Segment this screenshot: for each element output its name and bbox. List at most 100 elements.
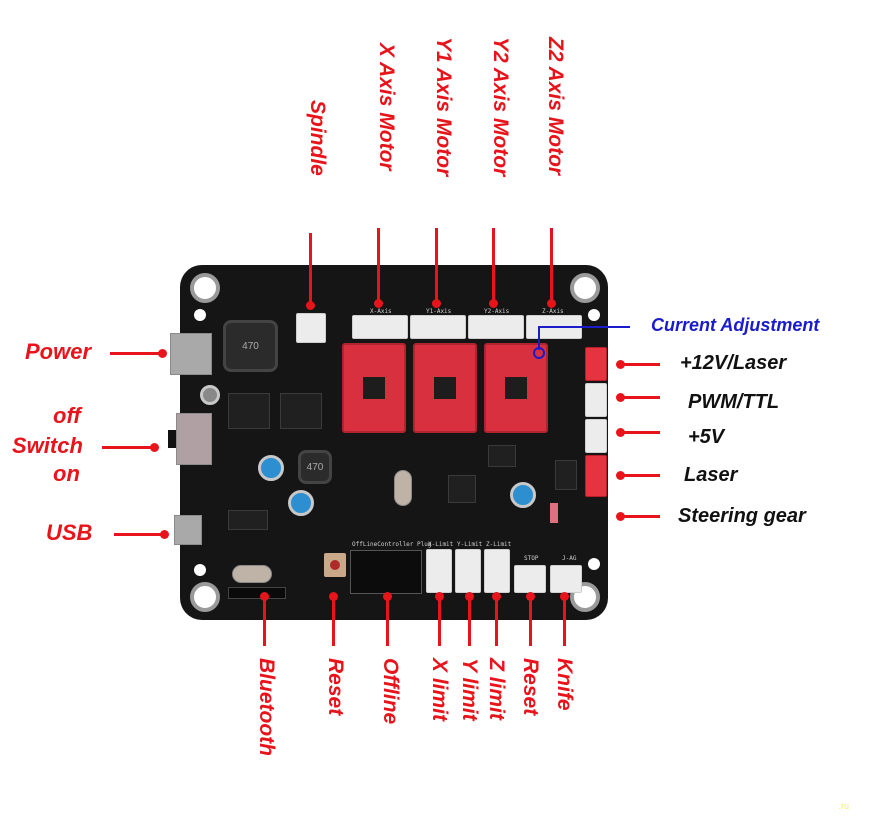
leader-line — [435, 228, 438, 303]
label-x-axis-motor: X Axis Motor — [375, 43, 398, 171]
silk-y2-axis: Y2-Axis — [484, 308, 510, 315]
small-hole — [194, 309, 206, 321]
leader-line — [332, 596, 335, 646]
crystal — [394, 470, 412, 506]
leader-line — [529, 596, 532, 646]
inductor: 470 — [223, 320, 278, 372]
leader-line — [468, 596, 471, 646]
mounting-hole — [190, 273, 220, 303]
leader-dot — [547, 299, 556, 308]
label-reset-2: Reset — [519, 658, 542, 716]
power-jack — [170, 333, 212, 375]
silk-stop: STOP — [524, 555, 539, 562]
leader-line — [377, 228, 380, 303]
current-adjustment-line — [538, 326, 630, 328]
capacitor — [288, 490, 314, 516]
regulator-ic — [228, 393, 270, 429]
x-axis-connector — [352, 315, 408, 339]
stepper-driver-x — [342, 343, 406, 433]
label-x-limit: X limit — [428, 658, 451, 722]
leader-dot — [489, 299, 498, 308]
label-current-adjustment: Current Adjustment — [651, 315, 820, 335]
leader-dot — [306, 301, 315, 310]
leader-dot — [432, 299, 441, 308]
label-5v: +5V — [688, 426, 725, 448]
steering-gear-jumper — [550, 503, 558, 523]
label-z2-axis-motor: Z2 Axis Motor — [544, 37, 567, 176]
leader-dot — [374, 299, 383, 308]
leader-line — [620, 363, 660, 366]
stop-connector — [514, 565, 546, 593]
label-reset-1: Reset — [324, 658, 347, 716]
label-pwm-ttl: PWM/TTL — [688, 391, 780, 413]
silk-jag: J-AG — [562, 555, 577, 562]
z-limit-connector — [484, 549, 510, 593]
label-switch: Switch — [12, 433, 83, 458]
watermark: .ru — [838, 801, 849, 811]
silk-y-limit: Y-Limit — [457, 541, 483, 548]
silk-offline: OffLineController Plug — [352, 541, 432, 548]
y1-axis-connector — [410, 315, 466, 339]
regulator-ic — [280, 393, 322, 429]
leader-dot — [160, 530, 169, 539]
reset-button — [324, 553, 346, 577]
silk-z-axis: Z-Axis — [542, 308, 564, 315]
label-switch-off: off — [53, 403, 81, 428]
potentiometer-marker — [533, 347, 545, 359]
label-12v-laser: +12V/Laser — [680, 352, 787, 374]
12v-laser-connector — [585, 347, 607, 381]
leader-line — [563, 596, 566, 646]
spindle-connector — [296, 313, 326, 343]
knife-connector — [550, 565, 582, 593]
leader-dot — [150, 443, 159, 452]
laser-connector — [585, 455, 607, 497]
mounting-hole — [570, 273, 600, 303]
label-y1-axis-motor: Y1 Axis Motor — [432, 37, 455, 177]
leader-line — [620, 431, 660, 434]
offline-header — [350, 550, 422, 594]
inductor: 470 — [298, 450, 332, 484]
5v-connector — [585, 419, 607, 453]
capacitor — [258, 455, 284, 481]
silk-z-limit: Z-Limit — [486, 541, 512, 548]
switch-lever — [168, 430, 176, 448]
label-knife: Knife — [553, 658, 576, 711]
mounting-hole — [190, 582, 220, 612]
capacitor — [200, 385, 220, 405]
power-switch — [176, 413, 212, 465]
current-adjustment-line — [538, 326, 540, 350]
silk-y1-axis: Y1-Axis — [426, 308, 452, 315]
silk-x-limit: X-Limit — [428, 541, 454, 548]
small-hole — [588, 309, 600, 321]
stepper-driver-y1 — [413, 343, 477, 433]
leader-line — [438, 596, 441, 646]
controller-board: 470 470 X-Axis Y1-Axis Y2-Axis Z-Axis Of… — [168, 265, 608, 620]
usb-port — [174, 515, 202, 545]
label-bluetooth: Bluetooth — [255, 658, 278, 756]
label-power: Power — [25, 339, 92, 364]
bluetooth-header — [228, 587, 286, 599]
leader-line — [620, 515, 660, 518]
leader-line — [386, 596, 389, 646]
label-y2-axis-motor: Y2 Axis Motor — [489, 37, 512, 177]
label-offline: Offline — [379, 658, 402, 725]
inductor-label: 470 — [306, 461, 324, 473]
leader-line — [110, 352, 162, 355]
ic — [488, 445, 516, 467]
y-limit-connector — [455, 549, 481, 593]
leader-line — [263, 596, 266, 646]
label-z-limit: Z limit — [485, 658, 508, 720]
leader-line — [620, 474, 660, 477]
label-laser: Laser — [684, 464, 738, 486]
leader-dot — [158, 349, 167, 358]
leader-line — [309, 233, 312, 305]
inductor-label: 470 — [242, 340, 259, 352]
capacitor — [510, 482, 536, 508]
leader-line — [620, 396, 660, 399]
microcontroller — [448, 475, 476, 503]
leader-line — [492, 228, 495, 303]
small-hole — [588, 558, 600, 570]
y2-axis-connector — [468, 315, 524, 339]
label-steering-gear: Steering gear — [678, 505, 806, 527]
stepper-driver-y2 — [484, 343, 548, 433]
